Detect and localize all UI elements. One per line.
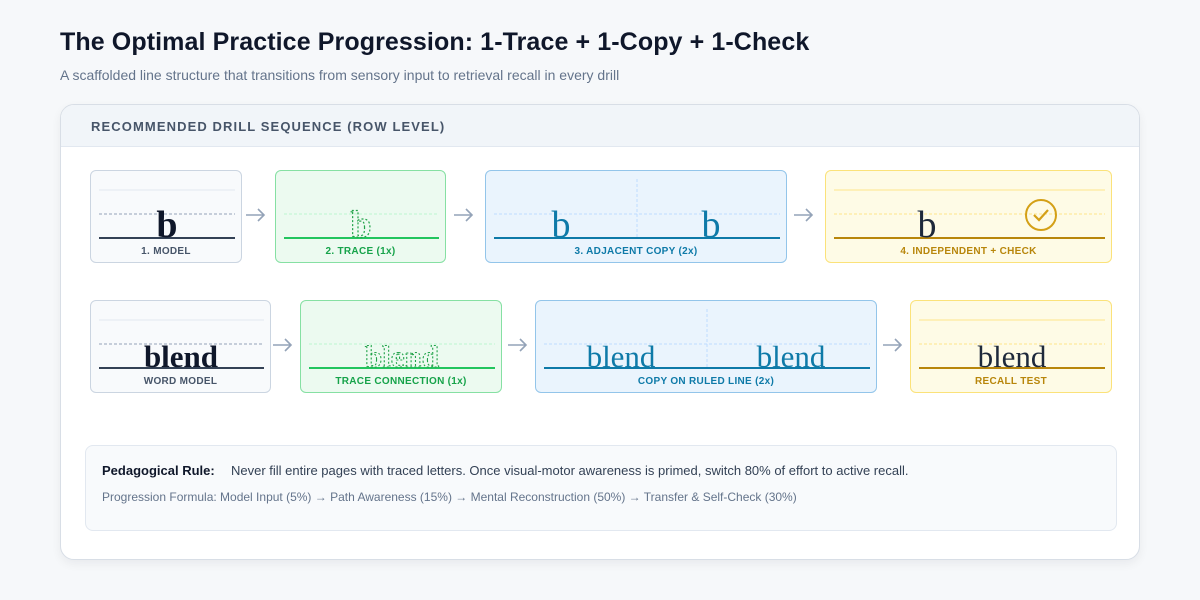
- step-caption: 4. INDEPENDENT + CHECK: [900, 246, 1037, 257]
- copy-glyph-2: b: [702, 204, 721, 246]
- arrow-right-icon: [508, 338, 528, 352]
- page-title: The Optimal Practice Progression: 1-Trac…: [60, 28, 810, 56]
- trace-word-glyph: blend: [365, 339, 439, 374]
- step-card-word-model: blend WORD MODEL: [90, 300, 271, 393]
- step-card-trace: b 2. TRACE (1x): [275, 170, 446, 263]
- trace-glyph: b: [350, 204, 371, 246]
- copy-glyph-1: b: [552, 204, 571, 246]
- pedagogical-rule-box: Pedagogical Rule: Never fill entire page…: [85, 445, 1117, 531]
- step-caption: 1. MODEL: [141, 246, 191, 257]
- drill-sequence-panel: RECOMMENDED DRILL SEQUENCE (ROW LEVEL) b…: [60, 104, 1140, 560]
- step-caption: 2. TRACE (1x): [325, 246, 396, 257]
- page-subtitle: A scaffolded line structure that transit…: [60, 67, 620, 83]
- word-model-glyph: blend: [144, 339, 218, 374]
- ruled-lines: b: [284, 203, 439, 247]
- panel-heading: RECOMMENDED DRILL SEQUENCE (ROW LEVEL): [61, 105, 1139, 147]
- step-card-copy-ruled: blend blend COPY ON RULED LINE (2x): [535, 300, 877, 393]
- arrow-right-icon: [883, 338, 903, 352]
- rule-label: Pedagogical Rule:: [102, 463, 215, 478]
- step-caption: RECALL TEST: [974, 376, 1047, 387]
- ruled-lines: b: [834, 189, 1105, 246]
- ruled-lines: blend: [99, 319, 264, 374]
- step-card-model: b 1. MODEL: [90, 170, 242, 263]
- step-card-recall: blend RECALL TEST: [910, 300, 1112, 393]
- step-caption: 3. ADJACENT COPY (2x): [574, 246, 698, 257]
- step-caption: TRACE CONNECTION (1x): [335, 376, 467, 387]
- copy-word-glyph-1: blend: [587, 339, 656, 374]
- ruled-lines: blend blend: [544, 309, 870, 374]
- ruled-lines: blend: [919, 319, 1105, 374]
- arrow-right-icon: [794, 208, 814, 222]
- step-card-check: b 4. INDEPENDENT + CHECK: [825, 170, 1112, 263]
- model-glyph: b: [156, 204, 177, 246]
- checkmark-circle-icon: [1025, 199, 1057, 231]
- step-card-trace-connection: blend TRACE CONNECTION (1x): [300, 300, 502, 393]
- recall-glyph: blend: [978, 339, 1047, 374]
- arrow-right-icon: [454, 208, 474, 222]
- step-caption: COPY ON RULED LINE (2x): [637, 376, 775, 387]
- ruled-lines: blend: [309, 338, 495, 375]
- arrow-right-icon: [246, 208, 266, 222]
- copy-word-glyph-2: blend: [757, 339, 826, 374]
- step-card-copy: b b 3. ADJACENT COPY (2x): [485, 170, 787, 263]
- arrow-right-icon: [273, 338, 293, 352]
- step-caption: WORD MODEL: [143, 376, 218, 387]
- progression-formula: Progression Formula: Model Input (5%) → …: [102, 490, 797, 504]
- rule-text: Never fill entire pages with traced lett…: [231, 463, 909, 478]
- check-glyph: b: [918, 204, 937, 246]
- ruled-lines: b b: [494, 179, 780, 246]
- ruled-lines: b: [99, 189, 235, 246]
